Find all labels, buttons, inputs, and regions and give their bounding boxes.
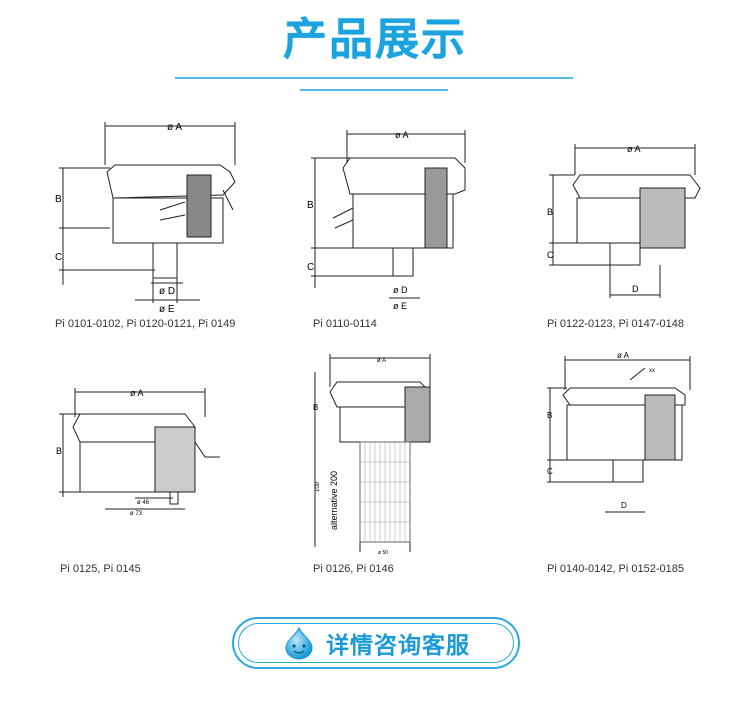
title-divider-short (300, 89, 448, 91)
consult-service-button-inner[interactable]: 详情咨询客服 (238, 623, 514, 663)
product-drawing-3: ø A B C D (547, 144, 701, 298)
product-caption-3: Pi 0122-0123, Pi 0147-0148 (547, 318, 684, 330)
dim-label: ø E (393, 301, 407, 311)
dim-label: D (621, 501, 627, 510)
dim-label: ø A (377, 358, 386, 364)
dim-label: ø A (167, 122, 182, 133)
product-drawing-2: ø A B C ø D ø E (307, 130, 466, 311)
dim-label: ø 46 (137, 500, 150, 506)
dim-label: ø A (617, 351, 630, 360)
dim-label: alternative 200 (329, 471, 339, 530)
dim-label: B (313, 403, 318, 412)
dim-label: xx (649, 368, 655, 374)
dim-label: B (547, 411, 552, 420)
product-drawing-6: ø A B C D xx (547, 351, 691, 513)
dim-label: ø D (159, 286, 175, 297)
product-drawing-4: ø A B ø 46 ø 73 (56, 388, 220, 517)
section-title: 产品展示 (283, 14, 467, 65)
dim-label: ø A (395, 130, 409, 140)
product-drawing-1: ø A B C ø D ø E (55, 122, 236, 315)
dim-label: ø A (627, 144, 641, 154)
dim-label: B (55, 194, 62, 205)
dim-label: C (547, 250, 554, 260)
dim-label: ø E (159, 304, 175, 315)
consult-service-button[interactable]: 详情咨询客服 (232, 617, 520, 669)
product-caption-4: Pi 0125, Pi 0145 (60, 563, 141, 575)
dim-label: C (55, 252, 62, 263)
dim-label: 100 (315, 481, 321, 492)
dim-label: ø 50 (378, 550, 388, 556)
product-caption-5: Pi 0126, Pi 0146 (313, 563, 394, 575)
dim-label: ø D (393, 285, 408, 295)
product-caption-2: Pi 0110-0114 (313, 318, 377, 330)
dim-label: C (307, 262, 314, 273)
product-drawing-5: ø A B alternative 200 100 ø 50 (313, 354, 431, 556)
dim-label: D (632, 284, 639, 294)
dim-label: ø A (130, 388, 144, 398)
product-caption-1: Pi 0101-0102, Pi 0120-0121, Pi 0149 (55, 318, 236, 330)
dim-label: C (547, 467, 553, 476)
title-divider-long (175, 77, 573, 79)
dim-label: B (56, 446, 62, 456)
dim-label: B (307, 200, 314, 211)
product-caption-6: Pi 0140-0142, Pi 0152-0185 (547, 563, 684, 575)
consult-service-label: 详情咨询客服 (326, 633, 470, 659)
dim-label: ø 73 (130, 511, 143, 517)
dim-label: B (547, 207, 553, 217)
water-drop-icon (285, 626, 313, 660)
